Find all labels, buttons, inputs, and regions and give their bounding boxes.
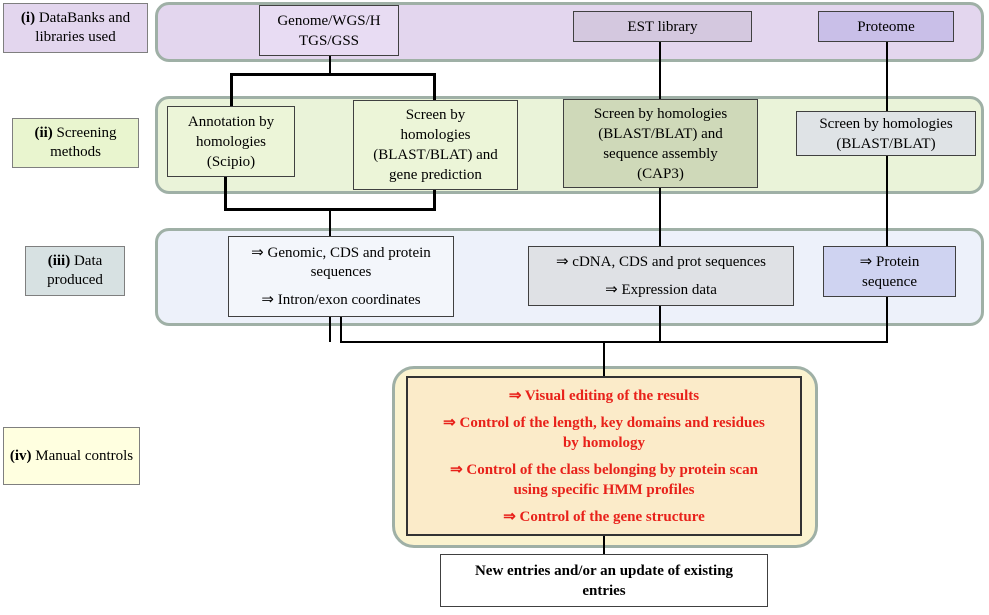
stage-text: Manual controls xyxy=(35,447,134,464)
box-text: ⇒ Genomic, CDS and protein xyxy=(251,244,431,261)
item-text: ⇒ Control of the class belonging by prot… xyxy=(450,461,758,478)
stage-text: Data produced xyxy=(47,253,103,288)
screening-blast-proteome: Screen by homologies (BLAST/BLAT) xyxy=(796,111,976,156)
manual-control-item: ⇒ Control of the gene structure xyxy=(503,507,705,527)
box-text: (BLAST/BLAT) and xyxy=(373,147,498,163)
box-text: entries xyxy=(582,582,626,599)
connector xyxy=(659,41,661,99)
databank-genome: Genome/WGS/H TGS/GSS xyxy=(259,5,399,56)
stage-text: DataBanks and libraries used xyxy=(35,10,131,45)
manual-control-item: ⇒ Control of the class belonging by prot… xyxy=(450,460,758,500)
connector xyxy=(659,305,661,342)
box-text: Genome/WGS/H xyxy=(277,12,381,29)
box-text: homologies xyxy=(400,127,471,143)
databank-est-library: EST library xyxy=(573,11,752,42)
screening-blast-gene-prediction: Screen by homologies (BLAST/BLAT) and ge… xyxy=(353,100,518,190)
item-text: ⇒ Control of the length, key domains and… xyxy=(443,414,765,431)
item-text: ⇒ Visual editing of the results xyxy=(508,387,700,404)
data-protein-sequence: ⇒ Protein sequence xyxy=(823,246,956,297)
output-new-entries: New entries and/or an update of existing… xyxy=(440,554,768,607)
box-text: Screen by xyxy=(405,107,466,123)
box-text: EST library xyxy=(627,18,698,35)
box-text: Screen by homologies xyxy=(593,105,728,122)
connector xyxy=(433,189,436,210)
connector xyxy=(886,155,888,247)
connector xyxy=(659,187,661,247)
screening-blast-cap3: Screen by homologies (BLAST/BLAT) and se… xyxy=(563,99,758,188)
box-text: ⇒ Protein xyxy=(859,253,920,270)
connector xyxy=(329,316,331,342)
data-genomic-sequences: ⇒ Genomic, CDS and protein sequences ⇒ I… xyxy=(228,236,454,317)
connector xyxy=(340,341,888,343)
connector xyxy=(329,56,331,74)
screening-annotation-scipio: Annotation by homologies (Scipio) xyxy=(167,106,295,177)
box-text: ⇒ Intron/exon coordinates xyxy=(261,292,421,309)
item-text: ⇒ Control of the gene structure xyxy=(503,508,705,525)
box-text: New entries and/or an update of existing xyxy=(474,562,734,579)
connector xyxy=(224,176,227,210)
stage-label-databanks: (i) DataBanks and libraries used xyxy=(3,3,148,53)
connector xyxy=(340,316,342,342)
data-cdna-expression: ⇒ cDNA, CDS and prot sequences ⇒ Express… xyxy=(528,246,794,306)
stage-num: (iv) xyxy=(9,447,32,464)
databank-proteome: Proteome xyxy=(818,11,954,42)
item-text: using specific HMM profiles xyxy=(513,481,695,498)
manual-control-item: ⇒ Control of the length, key domains and… xyxy=(443,413,765,453)
box-text: gene prediction xyxy=(389,167,482,183)
stage-label-data-produced: (iii) Data produced xyxy=(25,246,125,296)
connector xyxy=(886,41,888,111)
box-text: (BLAST/BLAT) xyxy=(836,135,936,152)
box-text: ⇒ Expression data xyxy=(605,282,717,298)
box-text: (BLAST/BLAT) and xyxy=(598,125,723,142)
box-text: Proteome xyxy=(857,18,915,35)
connector xyxy=(603,535,605,555)
connector xyxy=(433,73,436,101)
connector xyxy=(603,341,605,376)
box-text: ⇒ cDNA, CDS and prot sequences xyxy=(555,254,767,270)
box-text: TGS/GSS xyxy=(298,32,360,49)
box-text: sequences xyxy=(310,264,372,281)
stage-num: (ii) xyxy=(34,125,53,141)
box-text: sequence assembly xyxy=(603,145,718,162)
stage-text: Screening methods xyxy=(50,125,117,160)
stage-label-screening: (ii) Screening methods xyxy=(12,118,139,168)
box-text: Annotation by xyxy=(187,113,275,130)
box-text: (Scipio) xyxy=(206,153,256,170)
connector xyxy=(231,73,436,76)
manual-control-item: ⇒ Visual editing of the results xyxy=(509,386,699,406)
manual-controls-list: ⇒ Visual editing of the results ⇒ Contro… xyxy=(406,376,802,536)
connector xyxy=(230,73,233,107)
item-text: by homology xyxy=(562,434,646,451)
connector xyxy=(886,297,888,342)
stage-num: (iii) xyxy=(47,253,71,269)
box-text: (CAP3) xyxy=(637,165,684,182)
box-text: homologies xyxy=(196,133,266,150)
connector xyxy=(329,209,331,237)
box-text: Screen by homologies xyxy=(819,115,953,132)
stage-label-manual-controls: (iv) Manual controls xyxy=(3,427,140,485)
box-text: sequence xyxy=(862,273,917,290)
stage-num: (i) xyxy=(20,10,36,26)
